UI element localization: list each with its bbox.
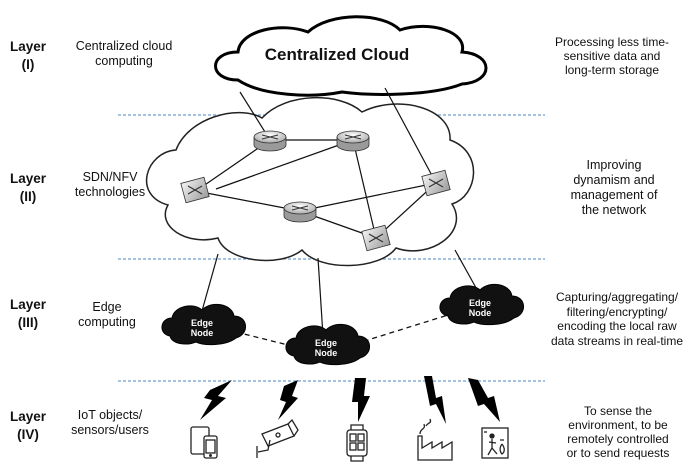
layer-name-line: technologies [74, 185, 146, 199]
edge-node-label-line: Node [190, 328, 214, 338]
router-icon [253, 130, 287, 152]
layer-label-line: Layer [9, 297, 47, 312]
layer-name-line: SDN/NFV [82, 170, 138, 184]
layer-2-function: Improving dynamism and management of the… [540, 158, 688, 218]
wireless-signal-icon [352, 378, 370, 422]
layer-1-function: Processing less time- sensitive data and… [534, 35, 690, 77]
layer-4-name: IoT objects/ sensors/users [58, 408, 162, 438]
edge-node-label-line: Node [314, 348, 338, 358]
edge-node-cloud [285, 323, 370, 366]
layer-3-label: Layer (III) [4, 296, 52, 332]
edge-node-label-line: Edge [468, 298, 491, 308]
layer-4-function: To sense the environment, to be remotely… [548, 404, 688, 460]
smart-home-icon [481, 427, 509, 459]
edge-node-label: Edge Node [180, 318, 224, 338]
layer-label-line: (II) [19, 189, 37, 204]
link-sdn-edge2 [317, 257, 324, 337]
layer-function-line: data streams in real-time [550, 333, 684, 348]
link-s1-r3 [195, 190, 301, 212]
cloud-title: Centralized Cloud [264, 45, 410, 64]
edge-node-label-line: Edge [190, 318, 213, 328]
wireless-signal-icon [468, 378, 500, 422]
centralized-cloud-shape [214, 15, 488, 97]
edge-node-label: Edge Node [304, 338, 348, 358]
router-icon [283, 201, 317, 223]
layer-function-line: To sense the [583, 404, 653, 418]
layer-3-name: Edge computing [68, 300, 146, 330]
layer-function-line: sensitive data and [563, 49, 661, 63]
layer-2-name: SDN/NFV technologies [58, 170, 162, 200]
layer-function-line: remotely controlled [567, 432, 669, 446]
router-icon [336, 130, 370, 152]
layer-label-line: Layer [9, 409, 47, 424]
layer-function-line: or to send requests [566, 446, 670, 460]
layer-label-line: Layer [9, 171, 47, 186]
layer-function-line: dynamism and [573, 173, 655, 187]
layer-function-line: environment, to be [568, 418, 668, 432]
layer-1-label: Layer (I) [4, 38, 52, 74]
surveillance-camera-icon [256, 418, 299, 458]
link-r2-s2 [352, 139, 377, 239]
layer-1-name: Centralized cloud computing [58, 39, 190, 69]
switch-icon [421, 169, 451, 197]
edge-node-cloud [161, 303, 246, 346]
layer-name-line: computing [78, 315, 136, 329]
layer-function-line: Processing less time- [554, 35, 670, 49]
layer-name-line: computing [95, 54, 153, 68]
edge-node-label: Edge Node [458, 298, 502, 318]
layer-name-line: IoT objects/ [77, 408, 143, 422]
link-r3-s3 [299, 182, 437, 212]
layer-label-line: Layer [9, 39, 47, 54]
layer-2-label: Layer (II) [4, 170, 52, 206]
layer-label-line: (I) [21, 57, 35, 72]
layer-function-line: Improving [586, 158, 642, 172]
layer-name-line: Edge [92, 300, 122, 314]
factory-icon [417, 418, 453, 461]
edge-link-1-2 [235, 331, 293, 347]
edge-node-label-line: Edge [314, 338, 337, 348]
smartwatch-icon [346, 424, 368, 462]
switch-icon [180, 176, 210, 204]
wireless-signal-icon [424, 376, 446, 424]
switch-icon [361, 224, 391, 252]
edge-link-2-3 [354, 314, 449, 345]
layer-function-line: the network [581, 203, 647, 217]
layer-3-function: Capturing/aggregating/ filtering/encrypt… [538, 290, 696, 348]
link-sdn-edge1 [199, 253, 219, 319]
layer-name-line: sensors/users [71, 423, 149, 437]
layer-name-line: Centralized cloud [75, 39, 173, 53]
layer-4-label: Layer (IV) [4, 408, 52, 444]
mobile-devices-icon [190, 426, 218, 459]
wireless-signal-icon [200, 380, 232, 420]
link-cloud-switch3 [384, 87, 437, 184]
layer-label-line: (III) [17, 315, 39, 330]
layer-function-line: management of [570, 188, 658, 202]
layer-label-line: (IV) [17, 427, 39, 442]
layer-function-line: filtering/encrypting/ [566, 304, 668, 319]
layer-function-line: encoding the local raw [557, 319, 677, 333]
layer-function-line: Capturing/aggregating/ [555, 290, 679, 304]
layer-function-line: long-term storage [564, 63, 660, 77]
link-r2-s1 [215, 139, 354, 190]
edge-node-cloud [439, 283, 524, 326]
edge-node-label-line: Node [468, 308, 492, 318]
wireless-signal-icon [278, 380, 298, 420]
